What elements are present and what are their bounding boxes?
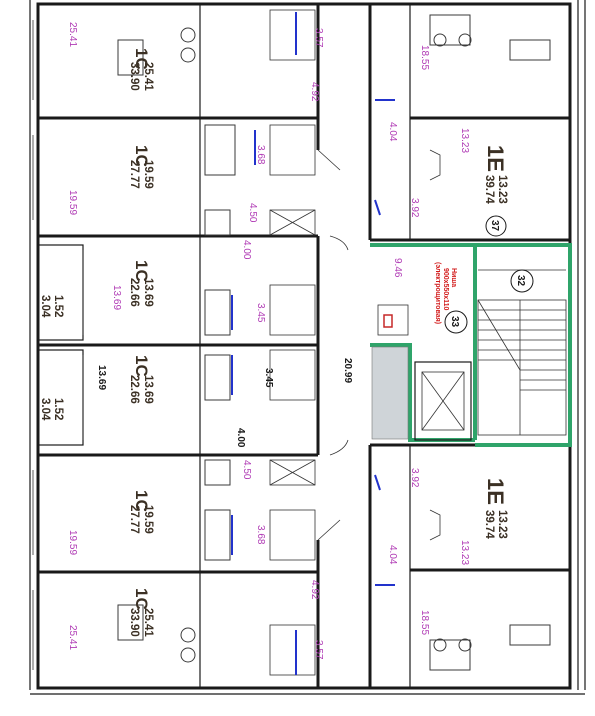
bath-area: 3.45 xyxy=(255,303,266,323)
apt-living-area: 19.59 xyxy=(142,505,154,534)
hall-area: 4.00 xyxy=(241,240,252,260)
apartment-6-labels: 1С 25.41 33.90 25.41 3.57 4.92 xyxy=(67,580,324,660)
hall-area: 4.04 xyxy=(387,122,398,142)
niche-note: Ниша 900х550х110 (электрощитовая) xyxy=(434,262,457,324)
marker-33: 33 xyxy=(444,310,468,334)
apt-total-area: 39.74 xyxy=(483,175,495,204)
room-area: 13.69 xyxy=(96,365,107,390)
hall-area: 4.04 xyxy=(387,545,398,565)
niche-note-line-3: (электрощитовая) xyxy=(434,262,441,324)
apt-total-area: 22.66 xyxy=(128,375,140,404)
room-area: 18.55 xyxy=(419,45,430,70)
lift-hall-area: 9.46 xyxy=(392,258,403,278)
apt-living-area: 25.41 xyxy=(142,608,154,637)
apartment-5-labels: 1С 19.59 27.77 19.59 3.68 4.50 xyxy=(67,460,266,555)
right-room-furniture xyxy=(429,14,551,671)
left-room-furniture xyxy=(117,27,196,663)
marker-33-text: 33 xyxy=(449,316,460,328)
bath-area: 3.57 xyxy=(313,28,324,48)
bath-area: 3.92 xyxy=(409,198,420,218)
wet-zones xyxy=(204,9,395,676)
niche-note-line-2: 900х550х110 xyxy=(442,268,449,311)
bath-area: 3.57 xyxy=(313,640,324,660)
apt-total-area: 33.90 xyxy=(128,608,140,637)
apt-living-area: 13.23 xyxy=(496,510,508,539)
stair-core xyxy=(370,243,572,447)
bath-area: 3.45 xyxy=(263,368,274,388)
hall-area: 4.50 xyxy=(247,203,258,223)
apt-living-area: 25.41 xyxy=(142,62,154,91)
bath-area: 3.68 xyxy=(255,525,266,545)
room-area: 13.69 xyxy=(111,285,122,310)
bath-area: 3.92 xyxy=(409,468,420,488)
apt-living-area: 13.69 xyxy=(142,278,154,307)
niche-note-line-1: Ниша xyxy=(450,268,457,287)
apt-total-area: 22.66 xyxy=(128,278,140,307)
apt-type-label: 1С xyxy=(132,48,151,70)
apartment-4-labels: 1С 13.69 22.66 13.69 3.45 4.00 1.52 3.04 xyxy=(39,355,274,448)
kitchen-area: 13.23 xyxy=(459,128,470,153)
marker-32: 32 xyxy=(510,269,534,293)
kitchen-area: 13.23 xyxy=(459,540,470,565)
left-wing-walls xyxy=(32,4,320,688)
apt-living-area: 19.59 xyxy=(142,160,154,189)
apt-type-label: 1С xyxy=(132,490,151,512)
room-area: 25.41 xyxy=(67,625,78,650)
apt-type-label: 1Е xyxy=(483,478,508,505)
corridor xyxy=(317,149,349,541)
apartment-e-bottom-labels: 1Е 13.23 39.74 18.55 13.23 3.92 4.04 xyxy=(387,468,508,635)
apt-type-label: 1С xyxy=(132,260,151,282)
apt-living-area: 13.23 xyxy=(496,175,508,204)
hall-area: 4.92 xyxy=(309,82,320,102)
balcony-total-area: 3.04 xyxy=(39,295,51,318)
hall-area: 4.50 xyxy=(241,460,252,480)
marker-37-text: 37 xyxy=(489,220,500,232)
balcony-total-area: 3.04 xyxy=(39,398,51,421)
apt-type-label: 1С xyxy=(132,145,151,167)
apartment-2-labels: 1С 19.59 27.77 19.59 3.68 4.50 xyxy=(67,145,266,223)
apartment-e-top-labels: 1Е 13.23 39.74 18.55 13.23 3.92 4.04 xyxy=(387,45,508,218)
apt-total-area: 27.77 xyxy=(128,505,140,534)
apt-living-area: 13.69 xyxy=(142,375,154,404)
apt-total-area: 27.77 xyxy=(128,160,140,189)
balcony-living-area: 1.52 xyxy=(52,398,64,420)
hall-area: 4.92 xyxy=(309,580,320,600)
marker-32-text: 32 xyxy=(515,275,526,287)
marker-37: 37 xyxy=(485,215,507,237)
bath-area: 3.68 xyxy=(255,145,266,165)
hall-area: 4.00 xyxy=(235,428,246,448)
room-area: 18.55 xyxy=(419,610,430,635)
apt-type-label: 1С xyxy=(132,588,151,610)
apartment-1-labels: 1С 25.41 33.90 25.41 3.57 4.92 xyxy=(67,22,324,102)
apt-total-area: 33.90 xyxy=(128,62,140,91)
apt-type-label: 1Е xyxy=(483,145,508,172)
balcony-living-area: 1.52 xyxy=(52,295,64,317)
stair-flight xyxy=(477,269,567,436)
room-area: 25.41 xyxy=(67,22,78,47)
apartment-3-labels: 1С 13.69 22.66 13.69 3.45 4.00 1.52 3.04 xyxy=(39,240,266,323)
room-area: 19.59 xyxy=(67,190,78,215)
apt-type-label: 1С xyxy=(132,355,151,377)
apt-total-area: 39.74 xyxy=(483,510,495,539)
corridor-area: 20.99 xyxy=(342,358,353,383)
room-area: 19.59 xyxy=(67,530,78,555)
